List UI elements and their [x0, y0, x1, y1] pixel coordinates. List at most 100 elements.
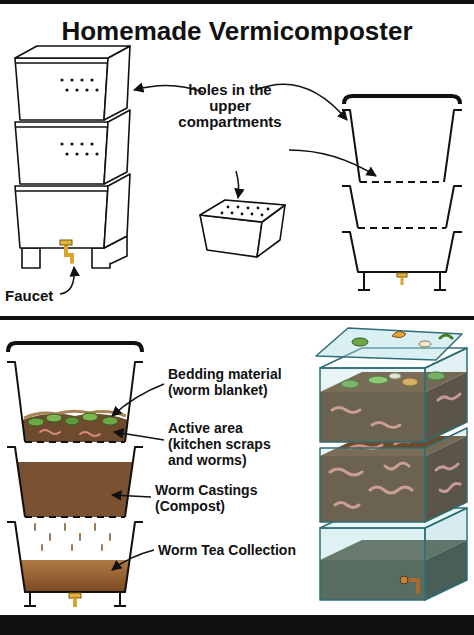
cross-section-outline [342, 186, 358, 228]
compost-layers [65, 417, 79, 425]
worm-bin-illustration [352, 338, 368, 346]
leader-arrow [112, 384, 164, 416]
faucet-symbol [60, 240, 72, 245]
cross-section-outline [7, 522, 143, 592]
stacked-bins [15, 122, 108, 184]
stacked-bins [15, 62, 108, 64]
perforated-tray [200, 200, 285, 222]
frame-bar [0, 0, 474, 4]
layer-label: Bedding material (worm blanket) [168, 366, 308, 398]
cross-section-outline [344, 96, 460, 104]
faucet-symbol [397, 273, 407, 285]
worm-bin-illustration [425, 348, 467, 442]
bin-holes [75, 88, 78, 91]
compost-layers [46, 414, 62, 422]
faucet-symbol [66, 245, 72, 262]
tray-holes [241, 213, 244, 216]
cross-section-outline [444, 110, 462, 182]
cross-section-outline [342, 232, 462, 272]
bin-holes [65, 88, 68, 91]
leader-arrow [236, 171, 239, 198]
cross-section-outline [125, 362, 143, 442]
bin-holes [65, 152, 68, 155]
worm-bin-illustration [440, 335, 452, 338]
worm-bin-illustration [392, 331, 406, 337]
faucet-symbol [60, 240, 72, 262]
stacked-bins [15, 46, 130, 268]
tray-holes [237, 206, 240, 209]
stacked-bins [104, 110, 130, 184]
stacked-bins [22, 248, 40, 268]
tray-holes [251, 213, 254, 216]
tray-holes [221, 212, 224, 215]
tray-holes [227, 206, 230, 209]
faucet-symbol [69, 593, 81, 607]
compost-layers [40, 430, 100, 436]
compost-layers [17, 411, 133, 592]
callout-label: Faucet [5, 287, 53, 304]
tray-holes [221, 206, 270, 217]
perforated-tray [200, 200, 285, 257]
layer-label: Worm Tea Collection [158, 542, 296, 558]
drips [35, 524, 110, 550]
faucet-symbol [69, 593, 81, 598]
stacked-bins [15, 46, 130, 58]
bin-holes [90, 142, 93, 145]
faucet-symbol [397, 273, 407, 277]
compost-layers [28, 418, 44, 426]
cross-section-outline [342, 110, 360, 182]
bin-holes [80, 78, 83, 81]
faucet-symbol [401, 277, 404, 285]
worm-bin-illustration [320, 368, 425, 442]
cross-section-outline [114, 592, 126, 606]
stacked-bins [15, 190, 108, 192]
worm-bin-illustration [316, 328, 462, 360]
cross-section-outline [358, 272, 370, 290]
bin-holes [60, 78, 63, 81]
faucet-symbol [73, 598, 77, 607]
bin-holes [60, 78, 98, 155]
leader-arrow [289, 150, 376, 176]
leader-arrow [114, 432, 164, 440]
worm-bin-illustration [316, 328, 467, 600]
bin-holes [70, 142, 73, 145]
frame-bar [0, 316, 474, 320]
bin-holes [85, 152, 88, 155]
compost-layers [21, 560, 129, 592]
tray-holes [247, 207, 250, 210]
worm-bin-illustration [425, 428, 467, 522]
bin-holes [90, 78, 93, 81]
cross-section-outline [360, 181, 444, 183]
leader-arrow [112, 550, 154, 570]
cross-section-outline [7, 447, 25, 517]
bin-holes [60, 142, 63, 145]
worm-bin-illustration [419, 341, 431, 347]
callout-label: holes in the upper compartments [178, 82, 281, 130]
leader-arrow [112, 495, 151, 497]
frame-bar [0, 615, 474, 635]
leader-arrow [112, 384, 164, 570]
cross-section-outline [7, 362, 25, 442]
cross-section-outline [7, 343, 143, 606]
tray-holes [231, 212, 234, 215]
stacked-bins [15, 58, 108, 120]
cross-section-outline [24, 592, 36, 606]
stacked-bins [104, 174, 130, 248]
leader-arrow [60, 267, 74, 294]
stacked-bins [15, 186, 108, 248]
bin-holes [75, 152, 78, 155]
cross-section-outline [8, 343, 142, 352]
tray-holes [257, 207, 260, 210]
worm-bin-illustration [400, 576, 408, 584]
bin-holes [95, 88, 98, 91]
tray-holes [261, 214, 264, 217]
cross-section-outline [358, 227, 446, 229]
bin-holes [85, 88, 88, 91]
cross-section-outline [446, 186, 462, 228]
tray-holes [267, 208, 270, 211]
compost-layers [17, 462, 133, 517]
cross-section-outline [25, 516, 125, 518]
compost-layers [22, 414, 128, 442]
worm-bin-illustration [320, 528, 425, 600]
layer-label: Active area (kitchen scraps and worms) [168, 420, 293, 468]
